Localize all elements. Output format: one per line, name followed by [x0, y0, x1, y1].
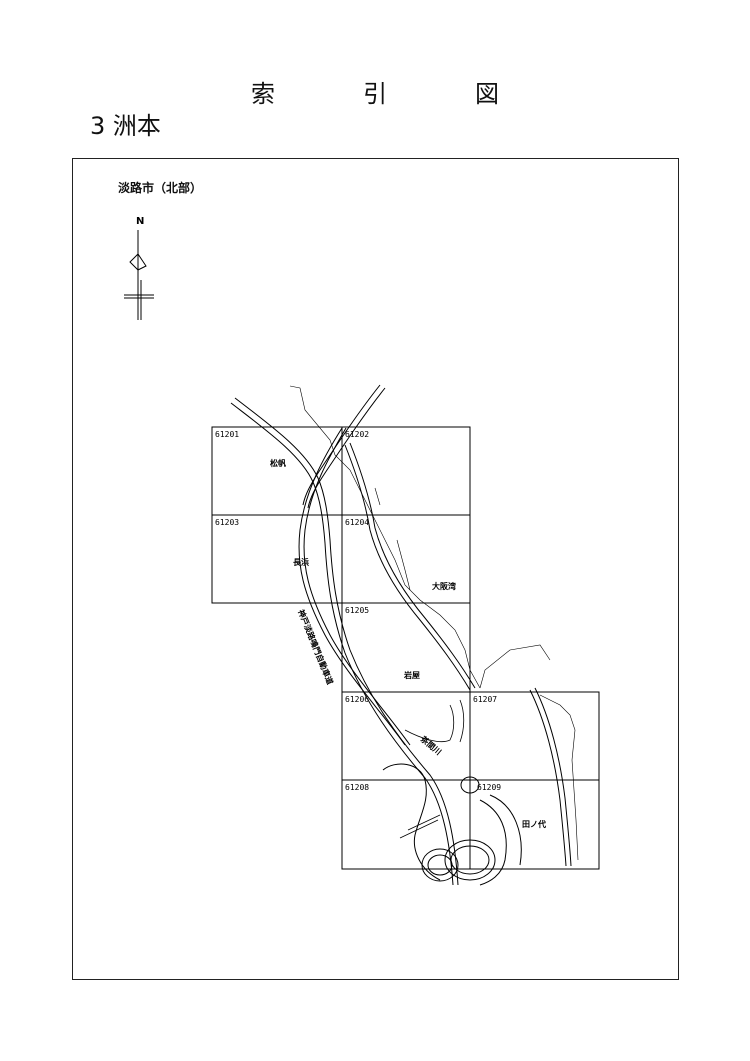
sheet-61208[interactable]	[341, 779, 471, 870]
sheet-number: 61209	[477, 783, 501, 792]
sheet-61207[interactable]	[469, 691, 600, 781]
expressway-label: 神戸淡路鳴門自動車道	[296, 608, 335, 686]
sheet-grid	[211, 426, 600, 870]
north-arrow-icon: N	[124, 216, 154, 320]
place-label: 松帆	[270, 458, 286, 468]
sheet-number: 61201	[215, 430, 239, 439]
sheet-61203[interactable]	[211, 514, 343, 604]
sheet-number: 61208	[345, 783, 369, 792]
sheet-number: 61203	[215, 518, 239, 527]
sheet-number: 61202	[345, 430, 369, 439]
title-char-1: 索	[251, 80, 275, 108]
sheet-61202[interactable]	[341, 426, 471, 516]
place-label: 長浜	[293, 557, 309, 567]
place-label: 岩屋	[403, 670, 420, 680]
page-subtitle: 3 洲本	[90, 112, 161, 140]
sheet-number: 61206	[345, 695, 369, 704]
sheet-61206[interactable]	[341, 691, 471, 781]
title-char-3: 図	[475, 80, 499, 108]
road-network	[230, 384, 579, 886]
sheet-61209[interactable]	[469, 779, 600, 870]
map-frame	[72, 158, 679, 980]
title-char-2: 引	[363, 80, 387, 108]
place-label: 田ノ代	[522, 819, 546, 829]
north-label: N	[136, 216, 144, 227]
region-label: 淡路市（北部）	[118, 181, 203, 195]
page-title: 索引図	[0, 74, 750, 109]
place-label: 茶間川	[418, 733, 444, 757]
place-label: 大阪湾	[432, 581, 456, 591]
sheet-number: 61204	[345, 518, 369, 527]
sheet-number: 61207	[473, 695, 497, 704]
sheet-number: 61205	[345, 606, 369, 615]
